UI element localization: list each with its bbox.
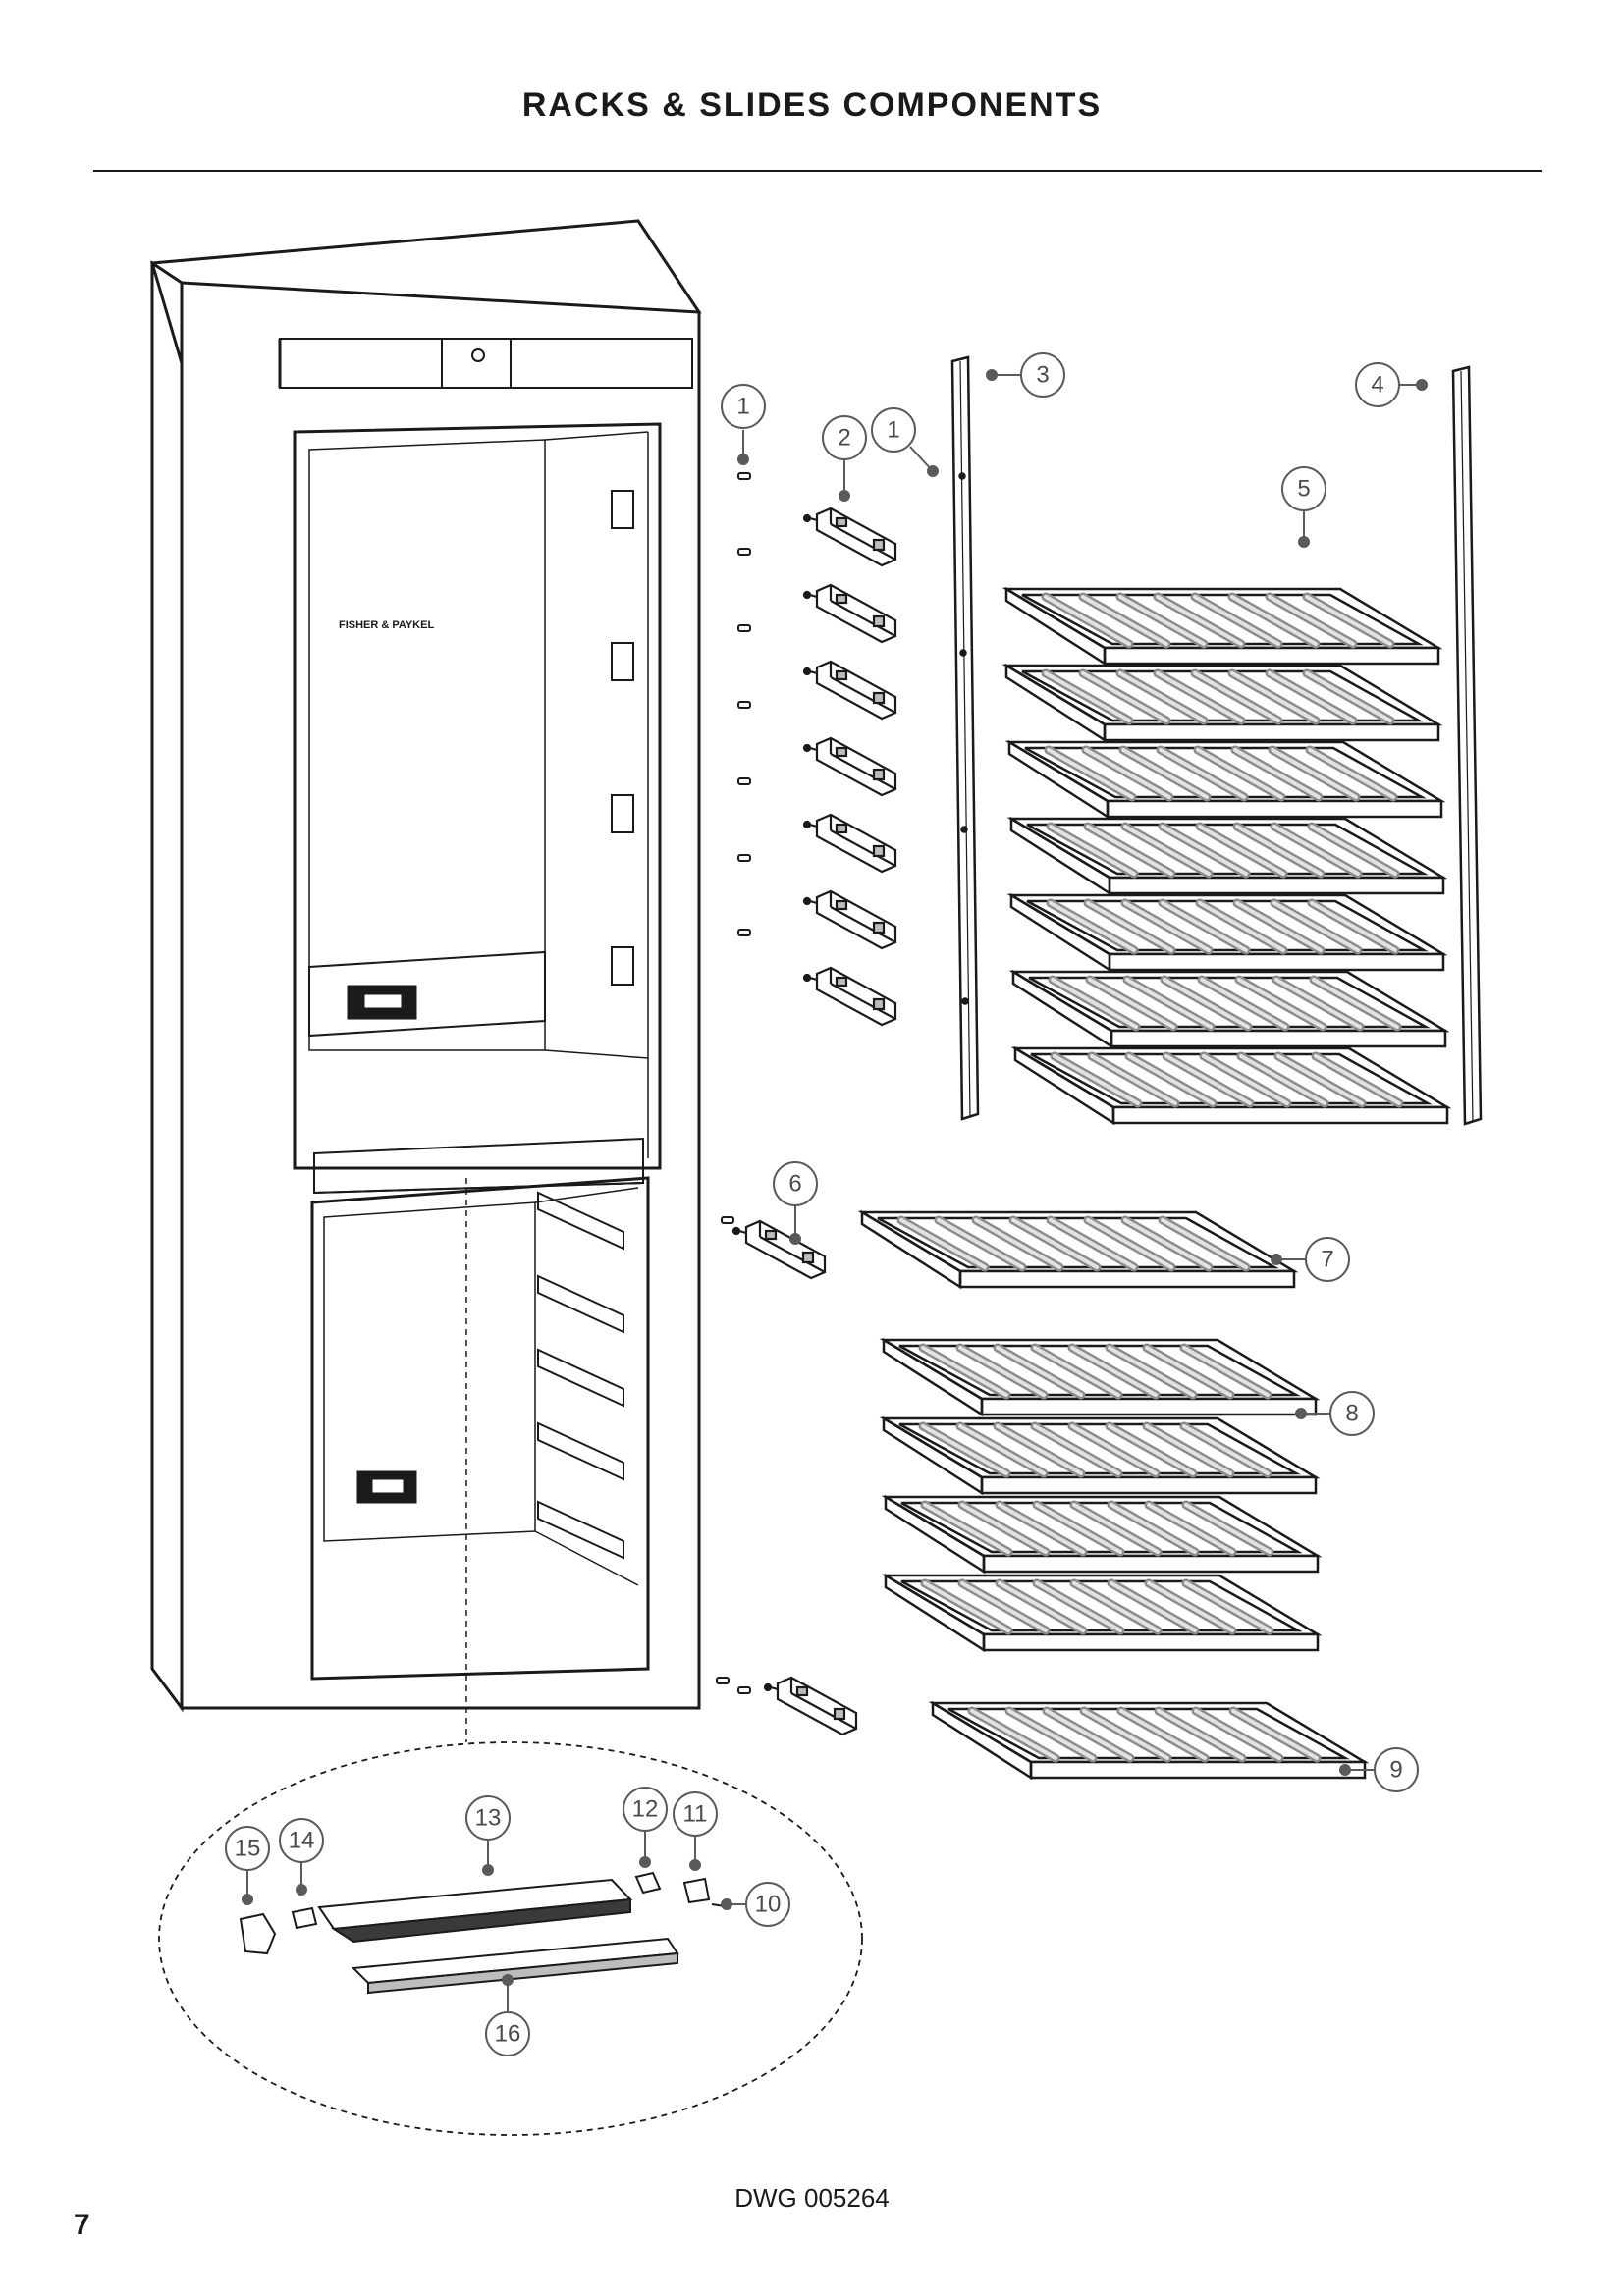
callout-16-label: 16 (495, 2021, 521, 2048)
callout-8-label: 8 (1345, 1401, 1358, 1427)
callout-9-bubble (1374, 1747, 1419, 1792)
callout-3-label: 3 (1036, 362, 1049, 389)
upper-screws (737, 472, 751, 936)
callout-6-bubble (773, 1161, 818, 1206)
callout-6-label: 6 (788, 1171, 801, 1198)
callout-2-bubble (822, 415, 867, 460)
callout-12-label: 12 (632, 1796, 659, 1823)
callout-1a-label: 1 (736, 394, 749, 420)
callout-1b-bubble (871, 407, 916, 453)
detail-ellipse (158, 1741, 863, 2136)
callout-leaders (242, 369, 1428, 2012)
detail-parts (239, 1871, 726, 1995)
right-rail (1451, 365, 1483, 1126)
page-title: RACKS & SLIDES COMPONENTS (521, 86, 1103, 124)
callout-14-bubble (279, 1818, 324, 1863)
upper-racks (1006, 589, 1447, 1123)
callout-13-bubble (465, 1795, 511, 1841)
cabinet-brand-label: FISHER & PAYKEL (339, 619, 434, 631)
callout-5-label: 5 (1297, 476, 1310, 503)
callout-10-label: 10 (755, 1892, 782, 1918)
callout-11-bubble (673, 1791, 718, 1837)
callout-1a-bubble (721, 384, 766, 429)
lower-racks (862, 1212, 1365, 1778)
upper-slides (802, 507, 897, 1027)
left-rail (950, 355, 980, 1121)
callout-15-label: 15 (235, 1836, 261, 1862)
callout-15-bubble (225, 1826, 270, 1871)
callout-2-label: 2 (838, 425, 850, 452)
callout-4-label: 4 (1371, 372, 1383, 399)
callout-5-bubble (1281, 466, 1326, 511)
callout-12-bubble (623, 1787, 668, 1832)
callout-4-bubble (1355, 362, 1400, 407)
callout-10-bubble (745, 1882, 790, 1927)
cabinet-body (150, 219, 702, 1713)
callout-1b-label: 1 (887, 417, 899, 444)
callout-7-bubble (1305, 1237, 1350, 1282)
callout-3-bubble (1020, 352, 1065, 398)
callout-16-bubble (485, 2011, 530, 2056)
callout-7-label: 7 (1321, 1247, 1333, 1273)
callout-11-label: 11 (683, 1801, 708, 1828)
callout-8-bubble (1329, 1391, 1375, 1436)
page-number: 7 (74, 2209, 90, 2241)
callout-13-label: 13 (475, 1805, 502, 1832)
drawing-number: DWG 005264 (734, 2183, 890, 2213)
lower-slides (716, 1216, 858, 1736)
title-divider (93, 170, 1542, 172)
callout-14-label: 14 (289, 1828, 315, 1854)
callout-9-label: 9 (1389, 1757, 1402, 1784)
